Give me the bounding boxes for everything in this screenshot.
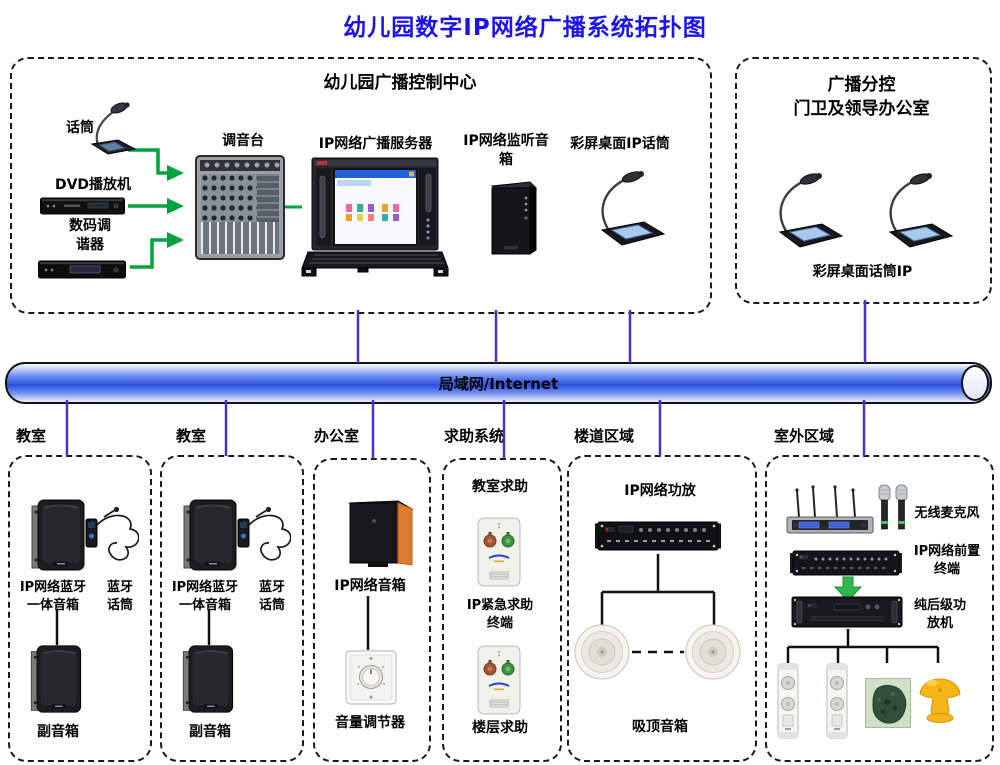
help-terminal-icon [477, 645, 521, 715]
control-desk-mic-label: 彩屏桌面IP话筒 [570, 136, 670, 152]
control-center-box [10, 57, 712, 314]
ip-desk-microphone-icon [778, 173, 843, 248]
office-speaker-label: IP网络音箱 [334, 578, 406, 594]
tuner-label: 数码调谐器 [69, 218, 111, 253]
classroom2-main-speaker-label: IP网络蓝牙一体音箱 [171, 580, 239, 613]
floor-help-label: 楼层求助 [472, 720, 528, 736]
page-title: 幼儿园数字IP网络广播系统拓扑图 [343, 15, 707, 41]
green-arrow-lines [128, 148, 302, 269]
server-label: IP网络广播服务器 [318, 136, 433, 152]
preamp-label: IP网络前置终端 [913, 544, 981, 577]
rack-tuner-icon [38, 260, 126, 279]
wall-speaker-icon [30, 645, 82, 713]
handheld-mic-icon [878, 484, 891, 530]
mic-label: 话筒 [66, 120, 94, 136]
zone-label-office: 办公室 [314, 427, 360, 445]
help-terminal-icon [477, 517, 521, 587]
help-terminal-label: IP紧急求助终端 [466, 598, 534, 631]
rack-player-icon [40, 197, 125, 215]
subcontrol-title-line1: 广播分控 [827, 75, 896, 95]
desk-microphone-icon [90, 102, 137, 155]
zone-label-help-system: 求助系统 [444, 427, 505, 445]
classroom2-sub-speaker-label: 副音箱 [189, 724, 231, 740]
monitor-speaker-label: IP网络监听音箱 [463, 133, 549, 168]
network-amplifier-icon [595, 521, 721, 551]
bluetooth-headset-icon [85, 506, 139, 561]
help-system-box [442, 458, 562, 762]
monitor-speaker-icon [490, 181, 538, 255]
audio-mixer-icon [195, 155, 285, 260]
control-center-title: 幼儿园广播控制中心 [323, 73, 477, 93]
wall-speaker-icon [182, 645, 234, 713]
mushroom-speaker-icon [919, 678, 961, 723]
office-volume-label: 音量调节器 [335, 715, 405, 731]
power-amp-label: 纯后级功放机 [913, 598, 966, 631]
green-arrow-heads [167, 165, 184, 248]
pipe-end-cap [961, 365, 989, 401]
purple-connectors [65, 300, 867, 459]
preamp-terminal-icon [790, 550, 902, 576]
classroom1-main-speaker-label: IP网络蓝牙一体音箱 [19, 580, 87, 613]
subcontrol-desk-mic-label: 彩屏桌面话筒IP [812, 264, 913, 280]
column-speaker-icon [826, 663, 848, 739]
bluetooth-headset-icon [237, 506, 291, 561]
wall-speaker-icon [183, 499, 237, 571]
ceiling-speaker-label: 吸顶音箱 [632, 719, 688, 735]
down-arrow-icon [833, 576, 863, 602]
subcontrol-box [735, 57, 992, 304]
network-pipe-icon: 局域网/Internet [5, 362, 992, 404]
handheld-mic-icon [895, 484, 908, 530]
mixer-jack-row [200, 160, 280, 171]
cabinet-speaker-icon [348, 500, 414, 567]
mixer-label: 调音台 [222, 133, 264, 149]
outdoor-box [765, 455, 994, 762]
classroom1-bt-mic-label: 蓝牙话筒 [106, 580, 133, 613]
wall-speaker-icon [31, 499, 85, 571]
volume-knob-icon [345, 650, 397, 705]
mixer-knob-grid [201, 174, 257, 222]
zone-links [55, 554, 940, 663]
broadcast-server-icon [301, 157, 449, 277]
ceiling-speaker-icon [685, 624, 741, 680]
wireless-mic-label: 无线麦克风 [914, 506, 980, 521]
column-speaker-icon [777, 663, 799, 739]
classroom1-sub-speaker-label: 副音箱 [37, 724, 79, 740]
ceiling-speaker-icon [574, 624, 630, 680]
corridor-box [567, 455, 757, 762]
network-label: 局域网/Internet [438, 375, 559, 393]
dvd-player-label: DVD播放机 [54, 177, 132, 193]
zone-label-classroom1: 教室 [16, 427, 47, 445]
classroom2-bt-mic-label: 蓝牙话筒 [258, 580, 285, 613]
classroom-help-label: 教室求助 [472, 479, 528, 495]
subcontrol-title-line2: 门卫及领导办公室 [793, 99, 930, 119]
zone-label-corridor: 楼道区域 [574, 427, 635, 445]
zone-label-classroom2: 教室 [176, 427, 207, 445]
wireless-receiver-icon [786, 484, 908, 534]
mixer-fader-row [201, 222, 279, 254]
mixer-master-panel [257, 174, 279, 222]
corridor-amp-label: IP网络功放 [624, 483, 696, 499]
power-amplifier-icon [791, 596, 903, 628]
ip-desk-microphone-icon [600, 171, 665, 246]
classroom2-box [160, 455, 304, 762]
classroom1-box [8, 455, 152, 762]
rock-speaker-icon [865, 678, 911, 728]
ip-desk-microphone-icon [888, 173, 953, 248]
zone-label-outdoor: 室外区域 [774, 427, 835, 445]
